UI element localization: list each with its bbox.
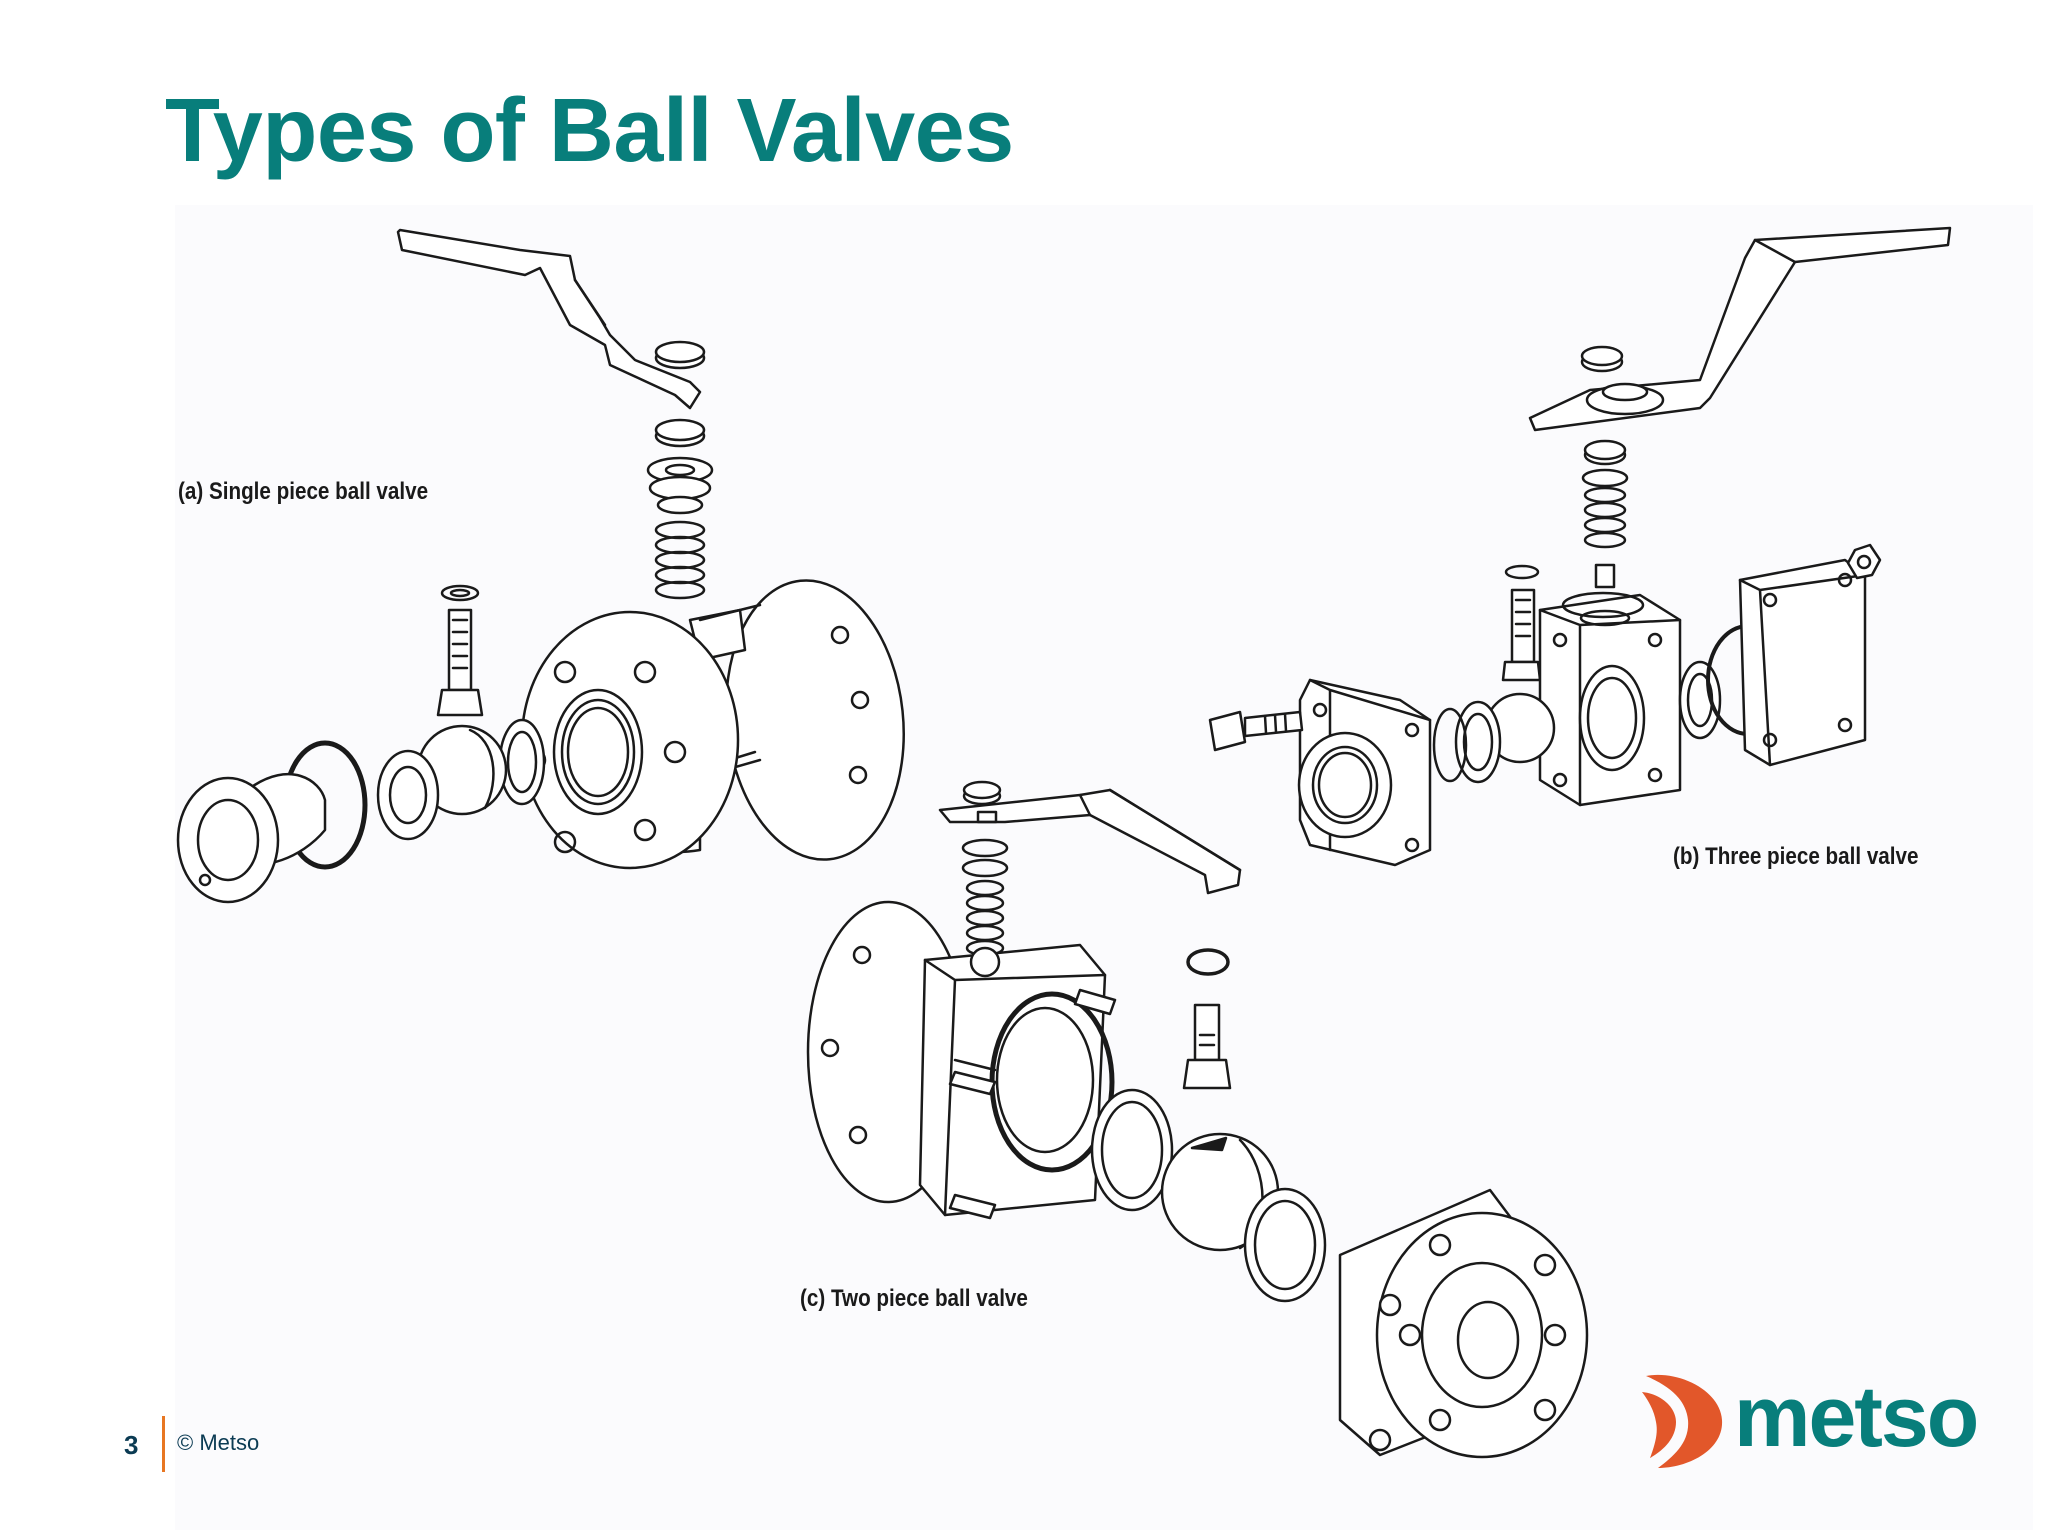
caption-two-piece: (c) Two piece ball valve: [800, 1285, 1028, 1312]
three-valve-body: [1538, 591, 1682, 807]
caption-single-piece: (a) Single piece ball valve: [178, 478, 429, 505]
page-number: 3: [124, 1430, 139, 1460]
three-valve-handle: [1528, 226, 1952, 432]
two-valve-stem-stack: [961, 838, 1009, 957]
single-piece-valve-illustration: [176, 228, 905, 904]
metso-logo: metso: [1638, 1372, 1979, 1472]
copyright-text: © Metso: [177, 1430, 260, 1455]
two-valve-right-end: [1338, 1188, 1589, 1459]
single-valve-handle: [396, 228, 702, 410]
three-valve-right-end: [1738, 543, 1882, 767]
metso-wordmark: metso: [1734, 1369, 1979, 1465]
footer-divider: [162, 1416, 165, 1472]
two-valve-handle: [938, 780, 1242, 895]
ball-valve-diagrams: [175, 205, 2033, 1530]
single-valve-stem: [436, 584, 484, 717]
single-valve-ball-seats: [376, 718, 546, 841]
two-piece-valve-illustration: [806, 780, 1589, 1459]
three-valve-stem-bolt: [1501, 564, 1542, 682]
slide-title: Types of Ball Valves: [165, 81, 1014, 181]
three-valve-stem-stack: [1580, 345, 1629, 589]
metso-mark-icon: [1642, 1374, 1723, 1468]
single-valve-stem-stack: [646, 340, 714, 600]
single-valve-end-cap: [176, 740, 368, 904]
two-valve-stem-bolt: [1182, 948, 1232, 1090]
caption-three-piece: (b) Three piece ball valve: [1673, 843, 1919, 870]
three-valve-left-end: [1208, 678, 1432, 867]
single-valve-body: [520, 579, 905, 870]
three-piece-valve-illustration: [1208, 226, 1952, 867]
two-valve-ball-seats: [1090, 1088, 1327, 1303]
